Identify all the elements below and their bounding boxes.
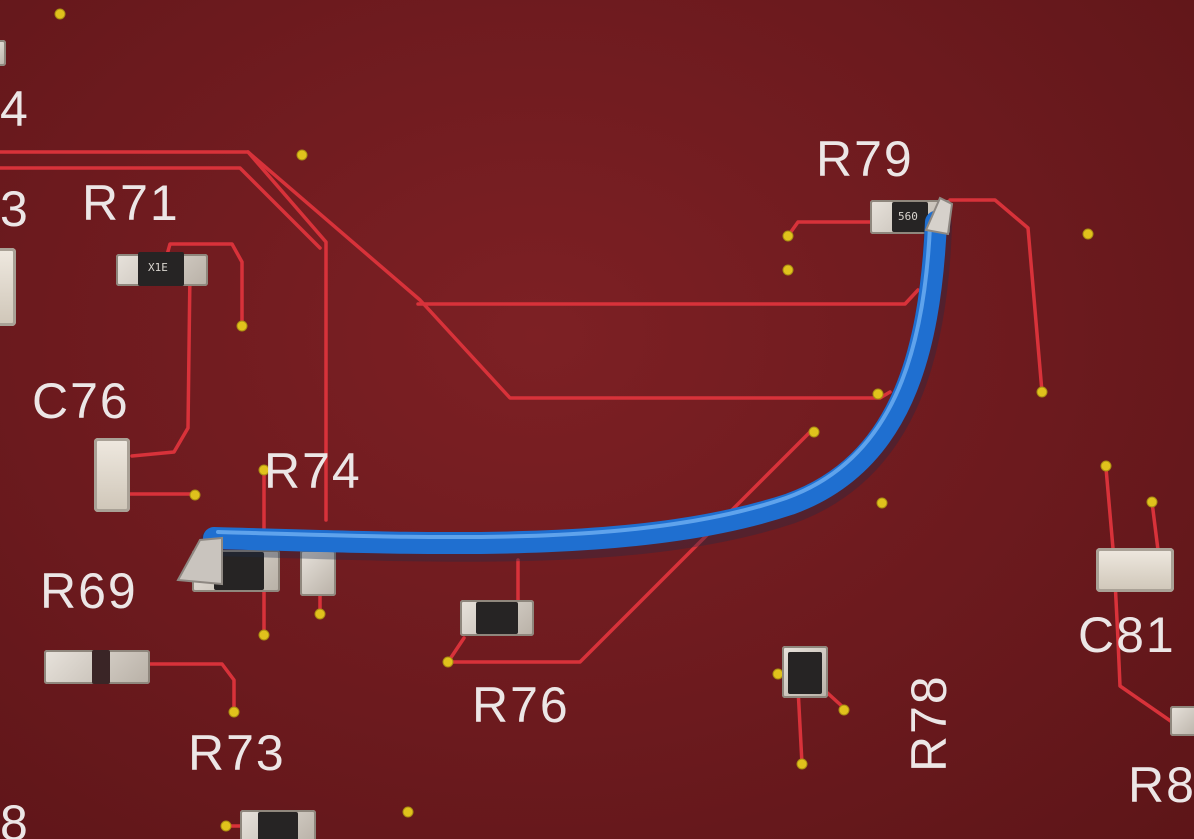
silk-label-partial-3: 3 bbox=[0, 181, 30, 237]
component-r78-body bbox=[788, 652, 822, 694]
via bbox=[236, 320, 248, 332]
via bbox=[1100, 460, 1112, 472]
via bbox=[1036, 386, 1048, 398]
via bbox=[808, 426, 820, 438]
silk-label-r69: R69 bbox=[40, 563, 138, 619]
silk-label-r76: R76 bbox=[472, 677, 570, 733]
via bbox=[258, 464, 270, 476]
via bbox=[402, 806, 414, 818]
trace-r79-right bbox=[948, 198, 1044, 394]
resistor-r73-gap bbox=[92, 650, 110, 684]
silk-label-r79: R79 bbox=[816, 131, 914, 187]
trace-top-bus-2 bbox=[0, 166, 322, 250]
trace-r79-left bbox=[786, 220, 880, 238]
jumper-wire-shadow bbox=[200, 210, 952, 562]
resistor-r79-body bbox=[892, 202, 928, 232]
via bbox=[228, 706, 240, 718]
solder-joint-right bbox=[924, 196, 954, 236]
via bbox=[54, 8, 66, 20]
via bbox=[314, 608, 326, 620]
silk-label-r71: R71 bbox=[82, 175, 180, 231]
via bbox=[258, 629, 270, 641]
silk-label-r74: R74 bbox=[264, 443, 362, 499]
bottom-component-body bbox=[258, 812, 298, 839]
trace-r78-a bbox=[796, 686, 804, 766]
partial-right-component bbox=[1170, 706, 1194, 736]
via bbox=[296, 149, 308, 161]
partial-pad bbox=[0, 40, 6, 66]
resistor-r76-body bbox=[476, 602, 518, 634]
silk-label-r73: R73 bbox=[188, 725, 286, 781]
capacitor-c76 bbox=[94, 438, 130, 512]
via bbox=[1082, 228, 1094, 240]
silk-label-partial-8: 8 bbox=[0, 795, 30, 839]
silk-label-c76: C76 bbox=[32, 373, 130, 429]
resistor-r71-body bbox=[138, 252, 184, 286]
trace-r71-right bbox=[163, 242, 244, 328]
trace-c81-left bbox=[1104, 466, 1174, 724]
trace-diag-long bbox=[246, 150, 892, 400]
trace-r79-mid bbox=[416, 288, 920, 306]
resistor-r79-marking: 560 bbox=[898, 210, 918, 223]
solder-joint-left bbox=[176, 536, 223, 586]
via bbox=[876, 497, 888, 509]
via bbox=[189, 489, 201, 501]
via bbox=[838, 704, 850, 716]
via bbox=[442, 656, 454, 668]
jumper-wire-insulation bbox=[203, 211, 947, 555]
trace-r71-down bbox=[130, 268, 192, 458]
via bbox=[1146, 496, 1158, 508]
trace-top-bus-1 bbox=[0, 150, 328, 522]
silk-label-partial-r8: R8 bbox=[1128, 757, 1194, 813]
resistor-r71-marking: X1E bbox=[148, 261, 168, 274]
silk-label-c81: C81 bbox=[1078, 607, 1176, 663]
capacitor-c81 bbox=[1096, 548, 1174, 592]
partial-capacitor bbox=[0, 248, 16, 326]
via bbox=[872, 388, 884, 400]
via bbox=[220, 820, 232, 832]
trace-r73 bbox=[143, 662, 236, 714]
trace-c81-right bbox=[1150, 500, 1160, 552]
via bbox=[782, 230, 794, 242]
jumper-wire-highlight bbox=[216, 224, 932, 540]
via bbox=[796, 758, 808, 770]
resistor-r74-pad bbox=[300, 550, 336, 596]
silk-label-partial-4: 4 bbox=[0, 81, 30, 137]
via bbox=[782, 264, 794, 276]
